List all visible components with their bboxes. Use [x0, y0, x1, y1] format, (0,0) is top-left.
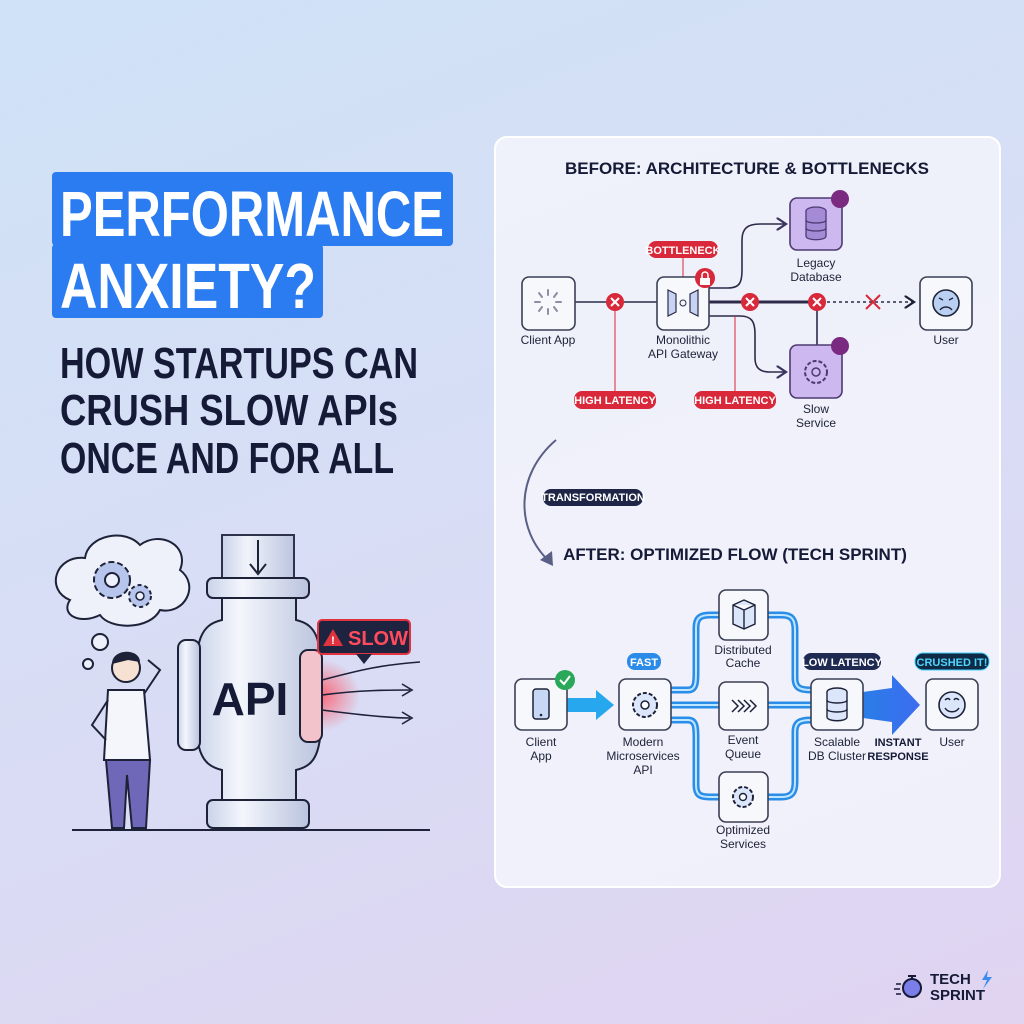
gear-icon	[804, 360, 828, 384]
node-label: API	[633, 763, 652, 777]
svg-text:HIGH LATENCY: HIGH LATENCY	[694, 395, 776, 407]
node-label: Client App	[521, 333, 576, 347]
phone-icon	[532, 688, 550, 720]
stopwatch-icon	[902, 978, 922, 998]
subheadline-line-1: HOW STARTUPS CAN	[60, 339, 418, 388]
svg-text:LOW LATENCY: LOW LATENCY	[802, 657, 883, 669]
node-label: Service	[796, 416, 836, 430]
crushed-it-tag: CRUSHED IT!	[914, 652, 990, 671]
after-title: AFTER: OPTIMIZED FLOW (TECH SPRINT)	[563, 545, 907, 564]
before-title: BEFORE: ARCHITECTURE & BOTTLENECKS	[565, 159, 929, 178]
instant-response-label: INSTANT RESPONSE	[867, 737, 928, 763]
node-label: Database	[790, 270, 842, 284]
node-optimized-services: Optimized Services	[716, 771, 770, 851]
node-slow-service: Slow Service	[789, 337, 849, 430]
slow-api-illustration: API ! SLOW	[54, 534, 430, 831]
node-label: Queue	[725, 747, 761, 761]
node-scalable-db-cluster: Scalable DB Cluster	[808, 678, 866, 763]
bottleneck-tag: BOTTLENECK	[645, 241, 721, 258]
before-diagram: BEFORE: ARCHITECTURE & BOTTLENECKS Clien…	[521, 159, 973, 430]
headline-highlight-2	[52, 244, 323, 318]
transformation-label: TRANSFORMATION	[541, 492, 645, 504]
headline: PERFORMANCE ANXIETY? HOW STARTUPS CAN CR…	[52, 172, 453, 483]
timeout-badge-icon	[831, 337, 849, 355]
queue-icon	[731, 699, 758, 713]
api-pipe-icon: API	[177, 534, 421, 829]
subheadline-line-2: CRUSH SLOW APIs	[60, 386, 398, 435]
node-label: Client	[526, 735, 557, 749]
headline-line-1: PERFORMANCE	[60, 178, 444, 250]
after-diagram: AFTER: OPTIMIZED FLOW (TECH SPRINT) Clie…	[514, 545, 990, 851]
node-user-angry: User	[919, 276, 973, 347]
node-label: Modern	[623, 735, 664, 749]
pipe-label: API	[212, 673, 289, 725]
check-icon	[555, 670, 575, 690]
svg-text:BOTTLENECK: BOTTLENECK	[645, 245, 720, 257]
happy-face-icon	[938, 691, 966, 719]
database-icon	[826, 687, 848, 722]
warning-icon	[323, 629, 343, 646]
gateway-icon	[667, 289, 699, 317]
flow-arrow-icon	[567, 690, 614, 720]
response-arrow-icon	[863, 675, 920, 735]
svg-text:SPRINT: SPRINT	[930, 987, 985, 1004]
flow-pipes	[667, 611, 815, 801]
node-label: App	[530, 749, 552, 763]
error-x-icons	[606, 293, 881, 311]
headline-line-2: ANXIETY?	[60, 250, 316, 322]
node-distributed-cache: Distributed Cache	[714, 589, 772, 670]
lightning-icon	[982, 970, 992, 989]
node-legacy-database: Legacy Database	[789, 190, 849, 284]
node-client-app: Client App	[521, 276, 576, 347]
svg-text:INSTANT: INSTANT	[875, 737, 922, 749]
node-label: Slow	[803, 402, 829, 416]
angry-face-icon	[932, 289, 960, 317]
thought-cloud-icon	[54, 534, 191, 670]
node-label: Legacy	[797, 256, 836, 270]
node-label: Services	[720, 837, 766, 851]
node-client-app-after: Client App	[514, 670, 575, 763]
slow-badge: ! SLOW	[317, 619, 411, 664]
node-monolithic-gateway: Monolithic API Gateway	[648, 268, 718, 361]
node-label: Distributed	[714, 643, 771, 657]
node-label: Cache	[726, 656, 761, 670]
slow-badge-label: SLOW	[348, 628, 408, 650]
high-latency-tag-1: HIGH LATENCY	[574, 391, 657, 409]
tech-sprint-logo: TECH SPRINT	[894, 970, 992, 1004]
node-user-happy: User	[925, 678, 979, 749]
svg-text:CRUSHED IT!: CRUSHED IT!	[917, 657, 988, 669]
subheadline-line-3: ONCE AND FOR ALL	[60, 434, 394, 483]
node-label: Event	[728, 733, 759, 747]
low-latency-tag: LOW LATENCY	[802, 653, 883, 670]
node-event-queue: Event Queue	[718, 681, 769, 761]
svg-text:FAST: FAST	[630, 657, 658, 669]
node-label: User	[939, 735, 964, 749]
svg-text:TECH: TECH	[930, 971, 971, 988]
node-label: Monolithic	[656, 333, 710, 347]
svg-text:HIGH LATENCY: HIGH LATENCY	[574, 395, 656, 407]
database-icon	[805, 206, 827, 241]
headline-highlight-1	[52, 172, 453, 246]
node-label: Microservices	[606, 749, 679, 763]
loading-spinner-icon	[534, 289, 562, 315]
high-latency-tag-2: HIGH LATENCY	[694, 391, 777, 409]
timeout-badge-icon	[831, 190, 849, 208]
confused-person-icon	[90, 651, 162, 829]
node-label: User	[933, 333, 958, 347]
transformation-arrow: TRANSFORMATION	[523, 439, 645, 566]
box-icon	[732, 599, 756, 630]
node-microservices-api: Modern Microservices API	[606, 678, 680, 777]
node-label: API Gateway	[648, 347, 718, 361]
node-label: Scalable	[814, 735, 860, 749]
svg-text:!: !	[331, 635, 335, 647]
svg-text:RESPONSE: RESPONSE	[867, 751, 928, 763]
node-label: DB Cluster	[808, 749, 866, 763]
fast-tag: FAST	[627, 653, 661, 670]
node-label: Optimized	[716, 823, 770, 837]
slow-flow-lines	[321, 661, 421, 725]
